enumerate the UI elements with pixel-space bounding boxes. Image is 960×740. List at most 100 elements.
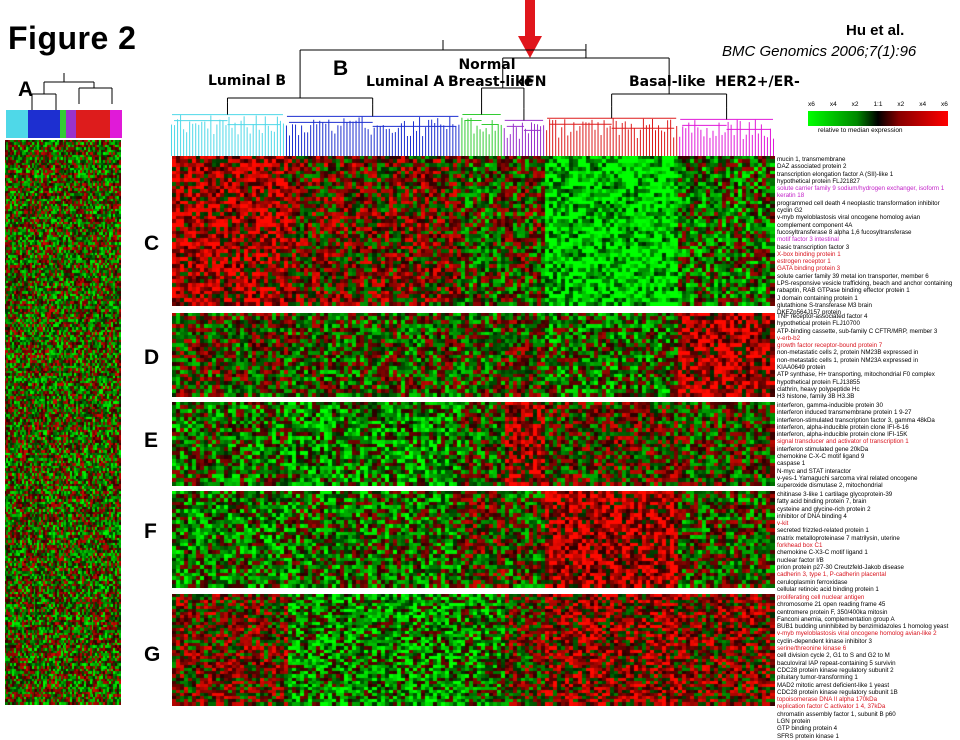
author-label: Hu et al. [846,22,905,39]
gene-name: replication factor C activator 1 4, 37kD… [777,703,886,711]
gene-name: solute carrier family 39 metal ion trans… [777,272,929,280]
gene-name: ATP synthase, H+ transporting, mitochond… [777,371,935,379]
panel-letter-c: C [144,232,160,255]
gene-name: CDC28 protein kinase regulatory subunit … [777,666,894,674]
legend-tick: x2 [851,101,859,108]
legend-tick: x2 [897,101,905,108]
gene-name: glutathione S-transferase M3 brain [777,301,872,309]
gene-name: Fanconi anemia, complementation group A [777,615,895,623]
gene-name: LPS-responsive vesicle trafficking, beac… [777,280,953,288]
gene-name: chromosome 21 open reading frame 45 [777,601,886,609]
gene-name: LGN protein [777,718,811,726]
gene-name: interferon, alpha-inducible protein clon… [777,423,909,431]
gene-name: signal transducer and activator of trans… [777,438,909,446]
panel-letter-d: D [144,346,160,369]
gene-name: TNF receptor-associated factor 4 [777,313,868,320]
panel-f-heatmap [172,491,775,588]
subtype-label-normal-breast-like: Normal Breast-like [448,57,534,90]
panel-letter-e: E [144,429,159,452]
gene-name: BUB1 budding uninhibited by benzimidazol… [777,623,949,631]
gene-name: cadherin 3, type 1, P-cadherin placental [777,571,887,579]
subtype-label-basal-like: Basal-like [629,74,706,90]
gene-name: fatty acid binding protein 7, brain [777,498,867,506]
gene-name: cellular retinoic acid binding protein 1 [777,585,879,593]
gene-name: SFRS protein kinase 1 [777,732,839,740]
gene-name: H3 histone, family 3B H3.3B [777,393,855,401]
legend-ticks: x6 x4 x2 1:1 x2 x4 x6 [808,101,948,108]
legend-tick: x6 [808,101,815,108]
gene-name: J domain containing protein 1 [777,294,858,302]
gene-name: inhibitor of DNA binding 4 [777,512,847,520]
subtype-label-her2-er-neg: HER2+/ER- [715,74,800,90]
gene-name: fucosyltransferase 8 alpha 1,6 fucosyltr… [777,228,912,236]
gene-name: caspase 1 [777,460,806,468]
gene-name: non-metastatic cells 2, protein NM23B ex… [777,349,919,357]
subtype-label-luminal-a: Luminal A [366,74,445,90]
gene-name: MAD2 mitotic arrest deficient-like 1 yea… [777,681,890,689]
gene-name: baculoviral IAP repeat-containing 5 surv… [777,659,896,667]
figure-title: Figure 2 [8,20,137,56]
gene-name: hypothetical protein FLJ13855 [777,378,860,386]
legend-color-bar [808,111,948,126]
panel-a-dendrogram [6,73,122,138]
gene-name: interferon, gamma-inducible protein 30 [777,402,883,409]
panel-c-heatmap [172,156,775,306]
gene-name: N-myc and STAT interactor [777,467,851,475]
legend-tick: 1:1 [873,101,883,108]
gene-name: rabaptin, RAB GTPase binding effector pr… [777,287,910,295]
panel-d-heatmap [172,313,775,397]
subtype-label-ifn: IFN [520,74,547,90]
gene-name: cyclin-dependent kinase inhibitor 3 [777,637,872,645]
gene-name: keratin 18 [777,192,805,200]
gene-name: ATP-binding cassette, sub-family C CFTR/… [777,327,938,335]
gene-name: matrix metalloproteinase 7 matrilysin, u… [777,534,900,542]
gene-name: programmed cell death 4 neoplastic trans… [777,199,940,207]
panel-e-heatmap [172,402,775,486]
panel-b-dendrogram [171,40,774,156]
gene-name: KIAA0649 protein [777,364,826,372]
panel-letter-g: G [144,643,161,666]
gene-name: complement component 4A [777,221,853,229]
gene-name: interferon, alpha-inducible protein clon… [777,431,908,439]
legend-caption: relative to median expression [818,127,903,134]
gene-list-e: interferon, gamma-inducible protein 30 in… [777,402,935,490]
gene-name: cyclin G2 [777,207,803,215]
citation-label: BMC Genomics 2006;7(1):96 [722,43,917,60]
panel-g-heatmap [172,594,775,706]
gene-name: proliferating cell nuclear antigen [777,594,865,601]
gene-name: motif factor 3 intestinal [777,236,839,244]
legend-tick: x4 [829,101,837,108]
gene-name: GTP binding protein 4 [777,725,838,733]
gene-name: chitinase 3-like 1 cartilage glycoprotei… [777,491,893,498]
gene-name: v-myb myeloblastosis viral oncogene homo… [777,630,937,638]
gene-name: hypothetical protein FLJ21827 [777,177,860,185]
gene-name: basic transcription factor 3 [777,243,850,251]
gene-name: v-erb-b2 [777,334,801,342]
gene-name: nuclear factor I/B [777,556,824,564]
gene-name: DAZ associated protein 2 [777,163,847,171]
gene-name: X-box binding protein 1 [777,250,841,258]
gene-name: topoisomerase DNA II alpha 170kDa [777,696,878,704]
panel-letter-a: A [18,78,34,101]
panel-a-heatmap [5,140,121,705]
gene-name: prion protein p27-30 Creutzfeld-Jakob di… [777,563,904,571]
panel-letter-f: F [144,520,157,543]
red-arrow-icon [518,0,542,58]
gene-name: CDC28 protein kinase regulatory subunit … [777,688,898,696]
gene-name: hypothetical protein FLJ10700 [777,320,860,328]
gene-list-f: chitinase 3-like 1 cartilage glycoprotei… [777,491,904,593]
gene-name: v-myb myeloblastosis viral oncogene homo… [777,214,921,222]
gene-name: estrogen receptor 1 [777,258,831,266]
gene-name: mucin 1, transmembrane [777,156,846,163]
gene-name: GATA binding protein 3 [777,265,841,273]
gene-name: cysteine and glycine-rich protein 2 [777,505,871,513]
gene-name: chemokine C-X-C motif ligand 9 [777,453,865,461]
gene-name: v-yes-1 Yamaguchi sarcoma viral related … [777,474,918,482]
gene-name: cell division cycle 2, G1 to S and G2 to… [777,652,890,660]
gene-name: centromere protein F, 350/400ka mitosin [777,608,888,616]
gene-name: clathrin, heavy polypeptide Hc [777,385,860,393]
gene-name: interferon stimulated gene 20kDa [777,445,869,453]
